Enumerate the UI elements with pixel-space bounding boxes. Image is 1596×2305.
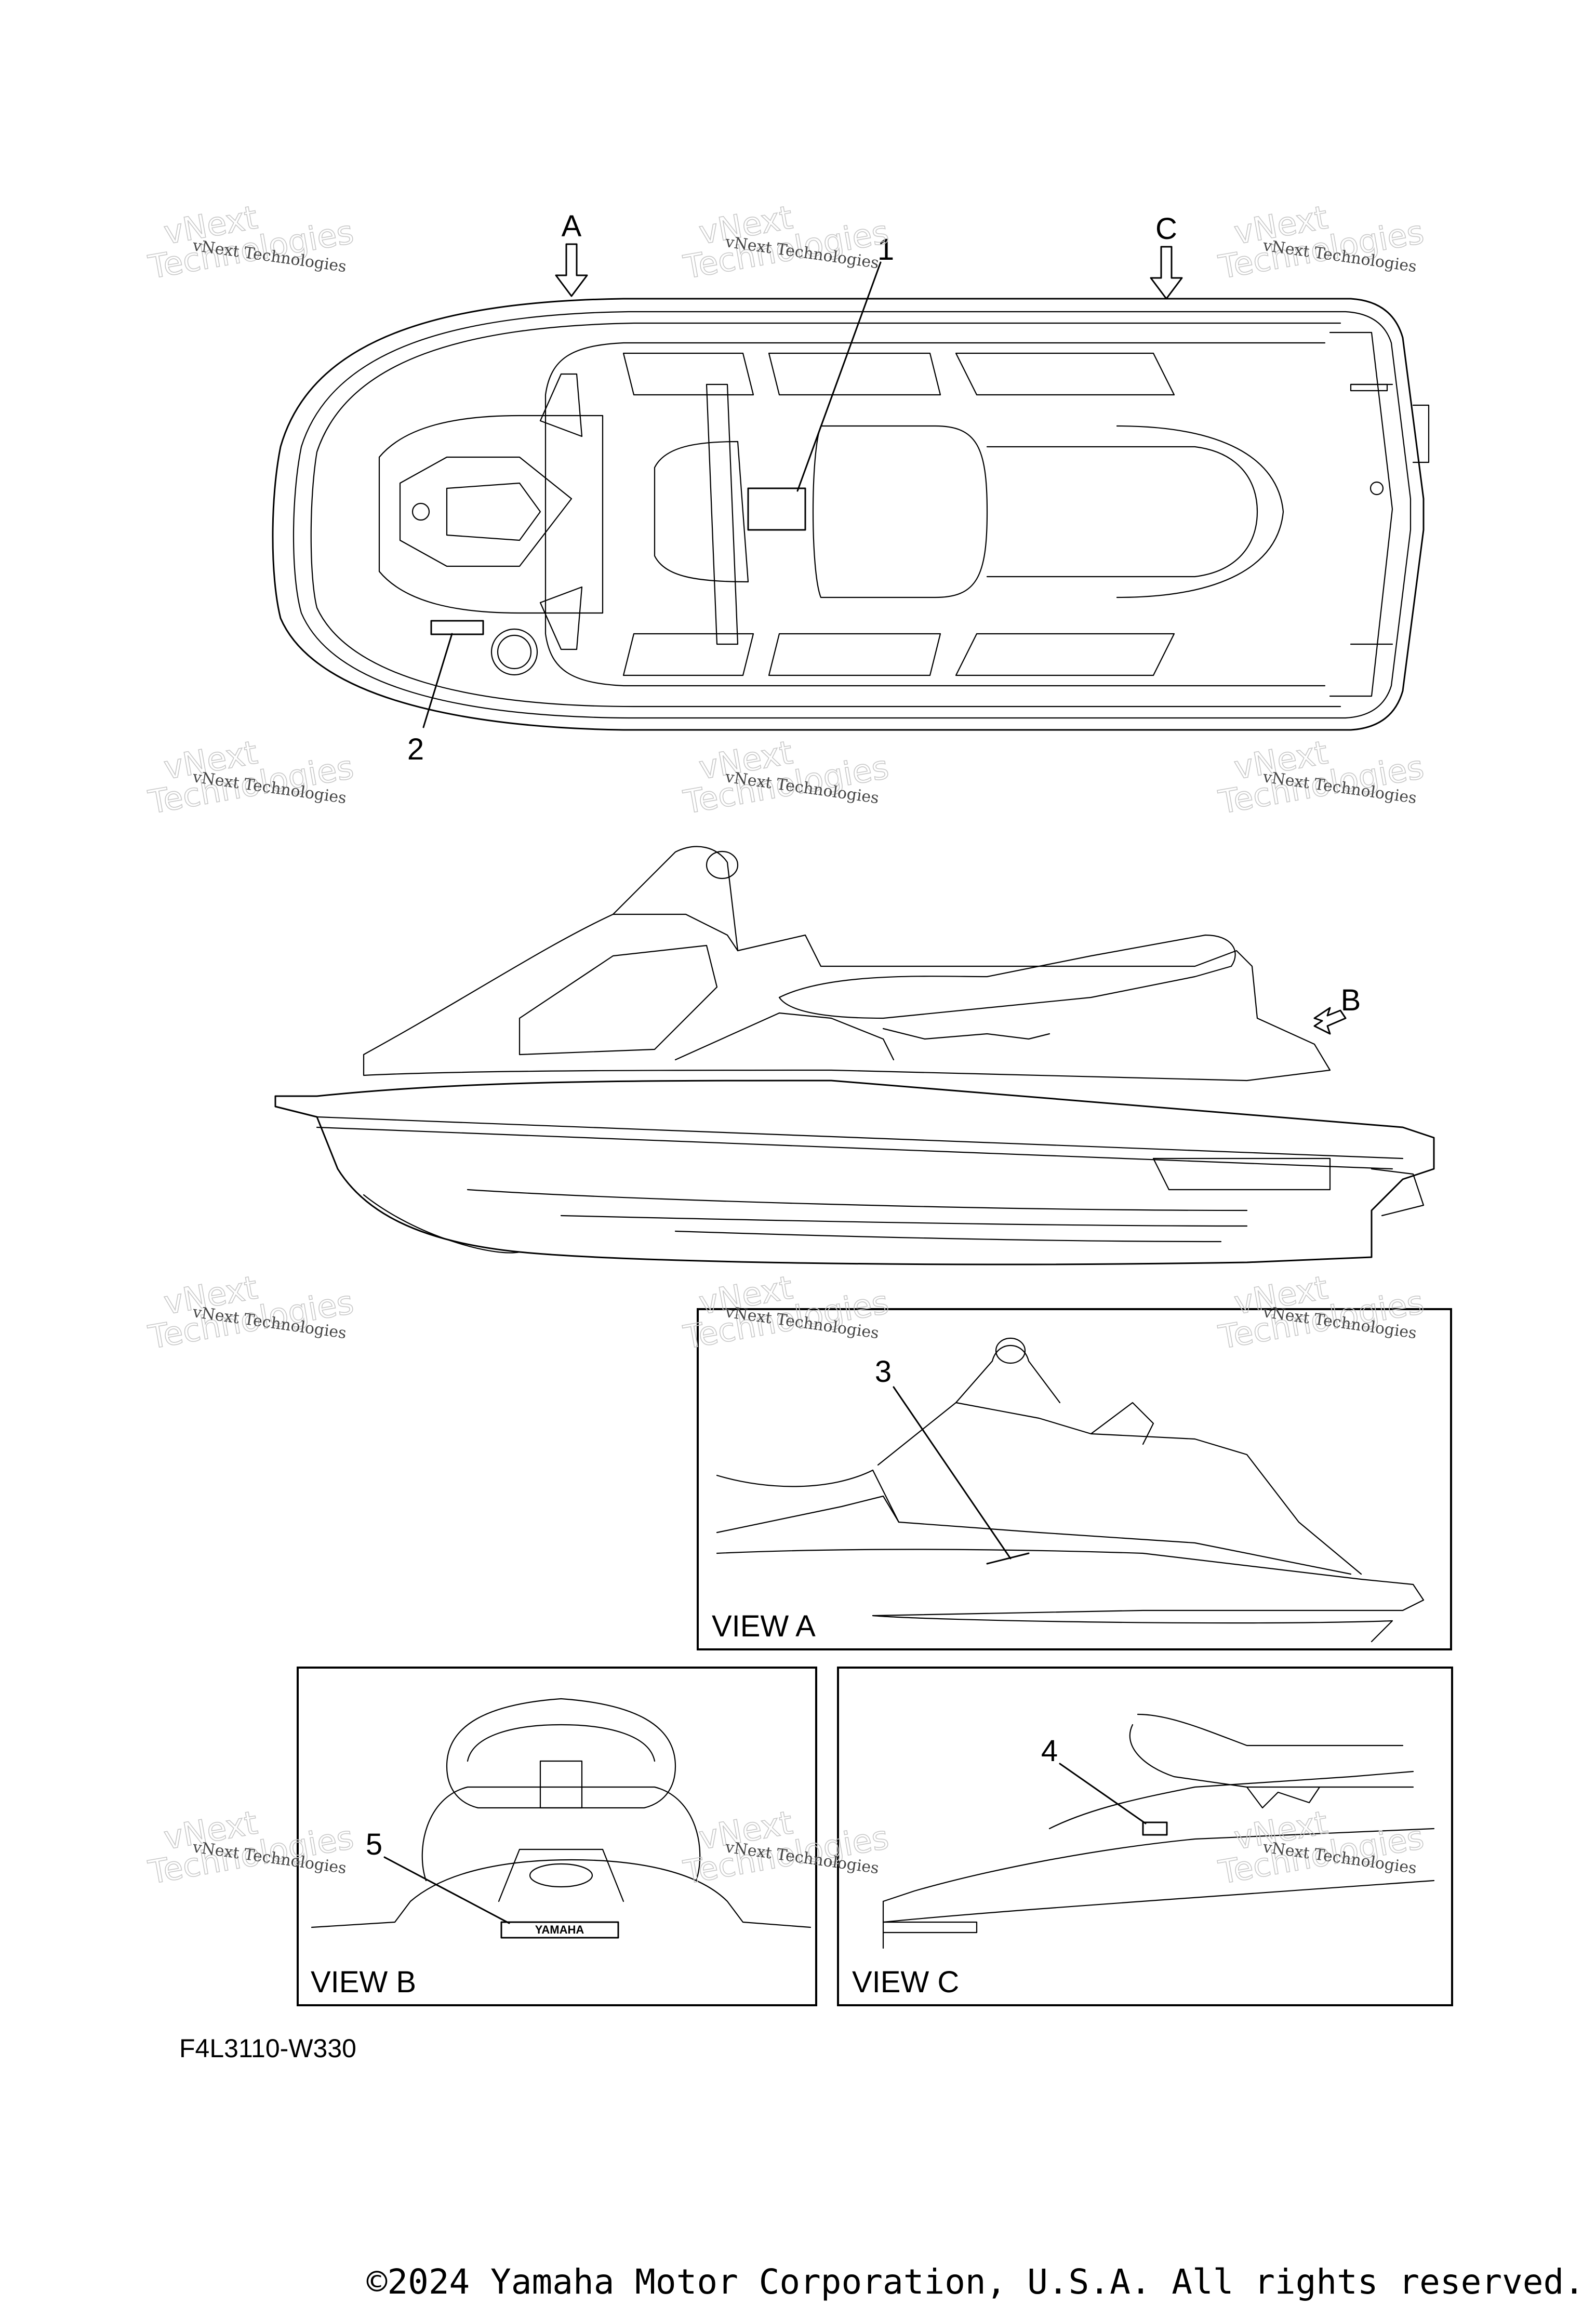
callout-1-number: 1 (877, 233, 894, 267)
callout-4-number: 4 (1041, 1734, 1058, 1768)
callout-2: 2 (407, 633, 453, 766)
side-view-hull (274, 846, 1435, 1265)
view-b-panel: YAMAHA 5 VIEW B (297, 1667, 817, 2006)
part-number: F4L3110-W330 (179, 2034, 356, 2063)
yamaha-plate-text: YAMAHA (535, 1923, 584, 1936)
view-arrow-b-label: B (1341, 983, 1361, 1017)
callout-1: 1 (796, 233, 894, 492)
label-1-plate (747, 487, 806, 531)
view-arrow-b: B (1313, 983, 1361, 1035)
view-arrow-a-label: A (562, 209, 582, 243)
callout-5-number: 5 (366, 1828, 382, 1861)
label-2-plate (430, 620, 484, 635)
callout-3-number: 3 (875, 1355, 892, 1389)
view-arrow-a: A (555, 209, 588, 297)
top-view-hull (272, 298, 1430, 731)
view-b-label: VIEW B (311, 1965, 416, 1999)
view-c-panel: 4 VIEW C (837, 1667, 1453, 2006)
label-4-plate (1142, 1821, 1168, 1836)
copyright-notice: ©2024 Yamaha Motor Corporation, U.S.A. A… (367, 2262, 1585, 2302)
view-a-panel: 3 VIEW A (697, 1308, 1452, 1650)
callout-2-number: 2 (407, 732, 424, 766)
view-c-label: VIEW C (852, 1965, 959, 1999)
view-a-label: VIEW A (712, 1609, 816, 1643)
label-3-plate (986, 1552, 1030, 1565)
view-arrow-c-label: C (1155, 212, 1177, 246)
view-arrow-c: C (1150, 212, 1183, 300)
label-5-plate (500, 1921, 619, 1939)
